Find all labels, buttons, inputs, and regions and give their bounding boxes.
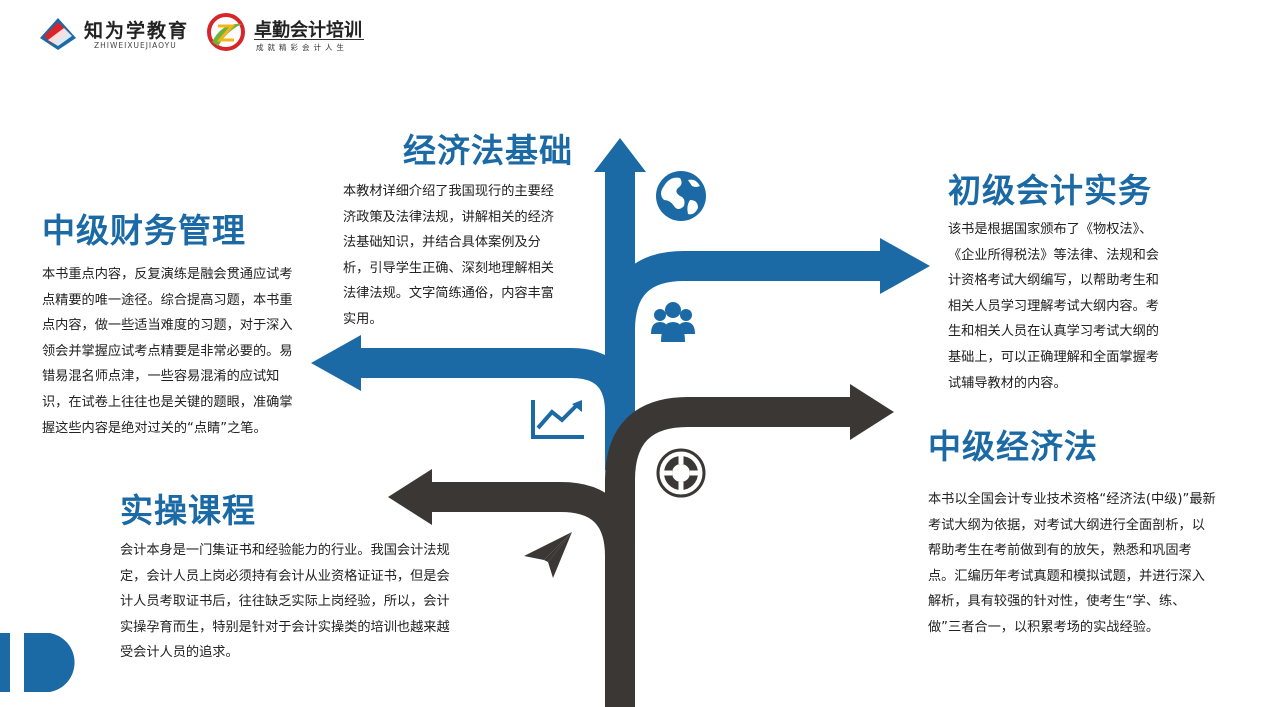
logo-zhuoqin: 卓勤会计培训 成就精彩会计人生: [206, 12, 376, 56]
zhiweixue-logo-mark: [40, 18, 76, 50]
zhuoqin-logo-mark: [207, 13, 245, 51]
title-intermediate-financial-mgmt: 中级财务管理: [42, 211, 246, 250]
blue-left-arrow-shaft: [355, 348, 635, 470]
blue-left-arrowhead: [311, 335, 361, 391]
chart-icon: [531, 400, 584, 439]
dark-left-arrowhead: [388, 469, 432, 525]
title-junior-accounting-practice: 初级会计实务: [948, 171, 1152, 210]
title-practical-course: 实操课程: [120, 491, 256, 530]
dark-right-arrowhead: [850, 384, 894, 440]
logo2-name-cn: 卓勤会计培训: [254, 20, 362, 41]
logo1-name-en: ZHIWEIXUEJIAOYU: [94, 41, 177, 50]
blue-right-arrow-shaft: [605, 251, 885, 470]
dark-left-arrow-shaft: [430, 482, 635, 707]
lifebuoy-icon: [656, 448, 706, 498]
logo1-name-cn: 知为学教育: [84, 20, 190, 42]
dark-right-arrow-shaft: [605, 397, 855, 707]
body-junior-accounting-practice: 该书是根据国家颁布了《物权法》、《企业所得税法》等法律、法规和会计资格考试大纲编…: [948, 222, 1159, 391]
blue-right-arrowhead: [880, 238, 930, 294]
body-economic-law-basics: 本教材详细介绍了我国现行的主要经济政策及法律法规，讲解相关的经济法基础知识，并结…: [343, 184, 554, 327]
decorative-half-circle: [0, 633, 75, 692]
body-practical-course: 会计本身是一门集证书和经验能力的行业。我国会计法规定，会计人员上岗必须持有会计从…: [120, 543, 450, 661]
people-icon: [651, 302, 695, 342]
body-intermediate-financial-mgmt: 本书重点内容，反复演练是融会贯通应试考点精要的唯一途径。综合提高习题，本书重点内…: [42, 267, 293, 436]
title-economic-law-basics: 经济法基础: [403, 131, 573, 170]
globe-icon: [656, 171, 706, 221]
paper-plane-icon: [524, 532, 572, 578]
body-intermediate-economic-law: 本书以全国会计专业技术资格“经济法(中级)”最新考试大纲为依据，对考试大纲进行全…: [928, 492, 1216, 635]
logo2-slogan: 成就精彩会计人生: [256, 43, 348, 52]
title-intermediate-economic-law: 中级经济法: [928, 427, 1098, 466]
logo-zhiweixue: 知为学教育 ZHIWEIXUEJIAOYU: [38, 14, 198, 54]
logo2-divider: [254, 39, 364, 40]
blue-up-arrowhead: [594, 138, 646, 172]
